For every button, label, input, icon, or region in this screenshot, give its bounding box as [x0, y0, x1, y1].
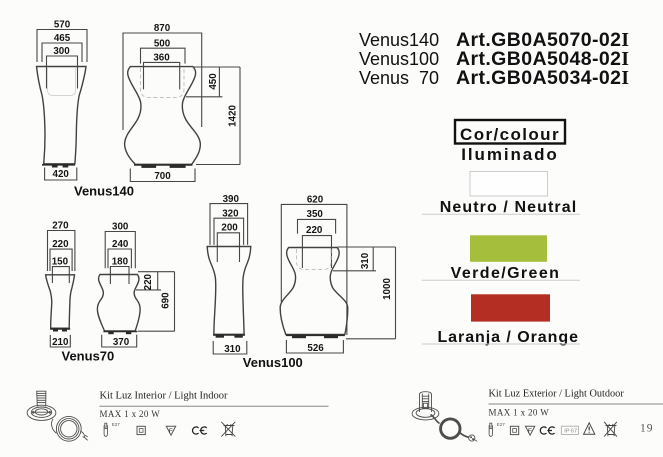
svg-text:Verde/Green: Verde/Green [451, 265, 561, 282]
svg-text:E27: E27 [112, 422, 121, 427]
svg-text:1420: 1420 [227, 105, 238, 127]
svg-text:350: 350 [307, 209, 324, 220]
svg-text:Art.GB0A5048-02I: Art.GB0A5048-02I [456, 48, 629, 70]
svg-text:390: 390 [223, 194, 240, 205]
svg-text:360: 360 [153, 53, 170, 64]
svg-text:Venus 70: Venus 70 [359, 68, 439, 88]
svg-text:300: 300 [53, 46, 70, 57]
svg-text:200: 200 [221, 223, 238, 234]
svg-text:IP 67: IP 67 [564, 429, 577, 435]
svg-text:270: 270 [52, 221, 69, 232]
svg-text:1000: 1000 [382, 278, 393, 300]
svg-text:300: 300 [112, 222, 129, 233]
svg-text:Venus140: Venus140 [74, 184, 134, 199]
svg-text:Art.GB0A5070-02I: Art.GB0A5070-02I [456, 29, 629, 51]
svg-text:Venus100: Venus100 [243, 355, 303, 370]
svg-text:310: 310 [224, 344, 241, 355]
svg-text:Art.GB0A5034-02I: Art.GB0A5034-02I [456, 67, 629, 89]
svg-text:Venus100: Venus100 [359, 49, 439, 69]
svg-text:220: 220 [306, 225, 323, 236]
svg-text:700: 700 [154, 171, 171, 182]
svg-text:870: 870 [154, 23, 171, 34]
svg-text:Kit Luz Interior / Light Indoo: Kit Luz Interior / Light Indoor [100, 390, 229, 401]
svg-text:Neutro / Neutral: Neutro / Neutral [440, 199, 578, 216]
svg-text:240: 240 [112, 239, 129, 250]
svg-text:Laranja / Orange: Laranja / Orange [437, 329, 578, 346]
svg-text:Venus140: Venus140 [359, 30, 439, 50]
svg-text:310: 310 [360, 252, 371, 269]
svg-text:620: 620 [307, 195, 324, 206]
svg-text:220: 220 [143, 273, 154, 290]
svg-text:570: 570 [54, 20, 71, 31]
svg-text:F: F [528, 428, 532, 435]
svg-text:Iluminado: Iluminado [461, 145, 558, 164]
svg-text:320: 320 [222, 208, 239, 219]
svg-text:465: 465 [54, 33, 71, 44]
svg-text:420: 420 [53, 169, 70, 180]
svg-text:210: 210 [52, 337, 69, 348]
svg-text:MAX 1 x 20 W: MAX 1 x 20 W [489, 408, 550, 418]
svg-text:Kit Luz Exterior / Light Outdo: Kit Luz Exterior / Light Outdoor [489, 388, 625, 399]
svg-text:19: 19 [640, 423, 654, 435]
svg-text:220: 220 [52, 239, 69, 250]
svg-text:F: F [169, 428, 173, 435]
svg-text:180: 180 [112, 257, 129, 268]
svg-text:526: 526 [307, 343, 324, 354]
svg-text:690: 690 [161, 292, 172, 309]
svg-text:Cor/colour: Cor/colour [460, 125, 560, 144]
svg-text:500: 500 [154, 38, 171, 49]
svg-text:MAX 1 x 20 W: MAX 1 x 20 W [100, 409, 161, 419]
svg-text:150: 150 [52, 257, 69, 268]
svg-text:E27: E27 [497, 422, 506, 427]
svg-text:370: 370 [113, 337, 130, 348]
svg-text:Venus70: Venus70 [62, 349, 115, 364]
svg-text:450: 450 [208, 73, 219, 90]
